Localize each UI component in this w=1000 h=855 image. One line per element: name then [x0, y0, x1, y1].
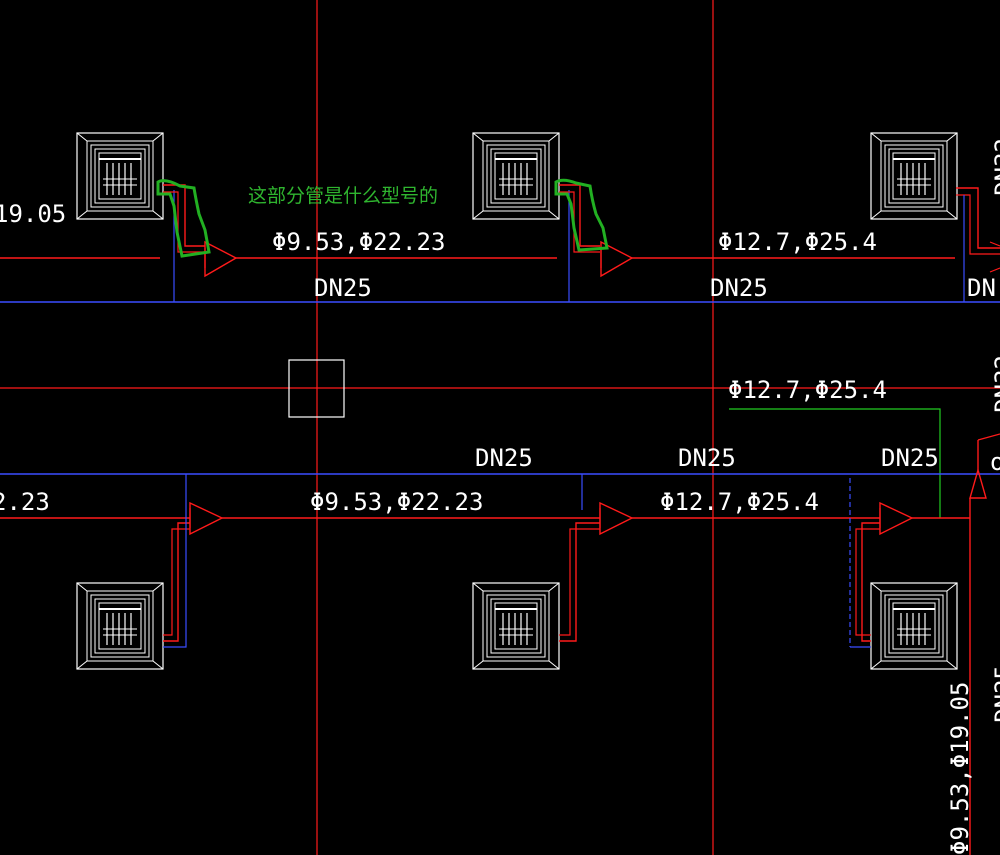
markup-highlight [554, 178, 609, 252]
drain-size-label: DN32 [990, 355, 1000, 413]
refnet-branch-joint-icon [204, 240, 238, 278]
refnet-branch-joint-icon [189, 501, 224, 536]
pipe-size-label: 19.05 [0, 200, 66, 228]
pipe-size-label: Φ9.53,Φ19.05 [946, 682, 974, 855]
pipe-size-label: Φ12.7,Φ25.4 [718, 228, 877, 256]
green-leader-line [729, 408, 941, 518]
pipe-size-label: Φ9.53,Φ22.23 [310, 488, 483, 516]
markup-highlight [156, 179, 211, 258]
pipe-size-label: Φ9.53,Φ22.23 [272, 228, 445, 256]
pipe-size-label: 2.23 [0, 488, 50, 516]
partial-label: o [990, 448, 1000, 476]
drain-size-label: DN32 [990, 138, 1000, 196]
drain-size-label: DN [967, 274, 996, 302]
drain-size-label: DN25 [990, 665, 1000, 723]
drain-size-label: DN25 [881, 444, 939, 472]
drain-size-label: DN25 [710, 274, 768, 302]
refnet-branch-joint-icon [969, 467, 987, 499]
drain-size-label: DN25 [678, 444, 736, 472]
drain-size-label: DN25 [314, 274, 372, 302]
refnet-branch-joint-icon [599, 501, 634, 536]
pipe-size-label: Φ12.7,Φ25.4 [728, 376, 887, 404]
structural-column-icon [288, 359, 345, 418]
refnet-branch-joint-icon [879, 501, 914, 536]
drain-size-label: DN25 [475, 444, 533, 472]
pipe-size-label: Φ12.7,Φ25.4 [660, 488, 819, 516]
annotation-question: 这部分管是什么型号的 [248, 185, 438, 207]
